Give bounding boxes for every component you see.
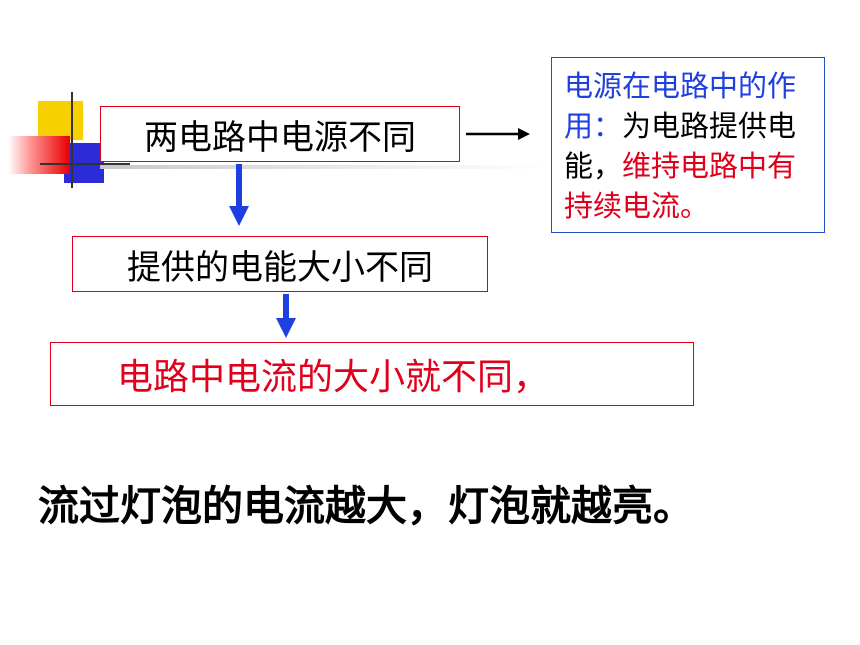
corner-decoration — [0, 0, 550, 200]
result-box: 电路中电流的大小就不同， — [50, 342, 694, 406]
yellow-square — [38, 101, 83, 140]
horizontal-line — [40, 163, 130, 165]
note-heading: 电源在电路中的作用： — [564, 69, 797, 143]
conclusion-text: 流过灯泡的电流越大，灯泡就越亮。 — [38, 482, 694, 530]
note-body: 为电路提供电能， — [564, 109, 797, 183]
red-gradient-bar — [8, 136, 70, 174]
down-arrow-1 — [229, 164, 249, 226]
horizontal-line-fade — [100, 165, 550, 169]
vertical-line — [71, 92, 73, 188]
cause-box: 两电路中电源不同 — [100, 106, 460, 162]
note-box: 电源在电路中的作用：为电路提供电能，维持电路中有持续电流。 — [551, 57, 825, 233]
effect-box: 提供的电能大小不同 — [72, 236, 488, 292]
note-emphasis: 维持电路中有持续电流。 — [564, 149, 797, 223]
down-arrow-2 — [276, 294, 296, 338]
right-arrow — [466, 128, 530, 140]
